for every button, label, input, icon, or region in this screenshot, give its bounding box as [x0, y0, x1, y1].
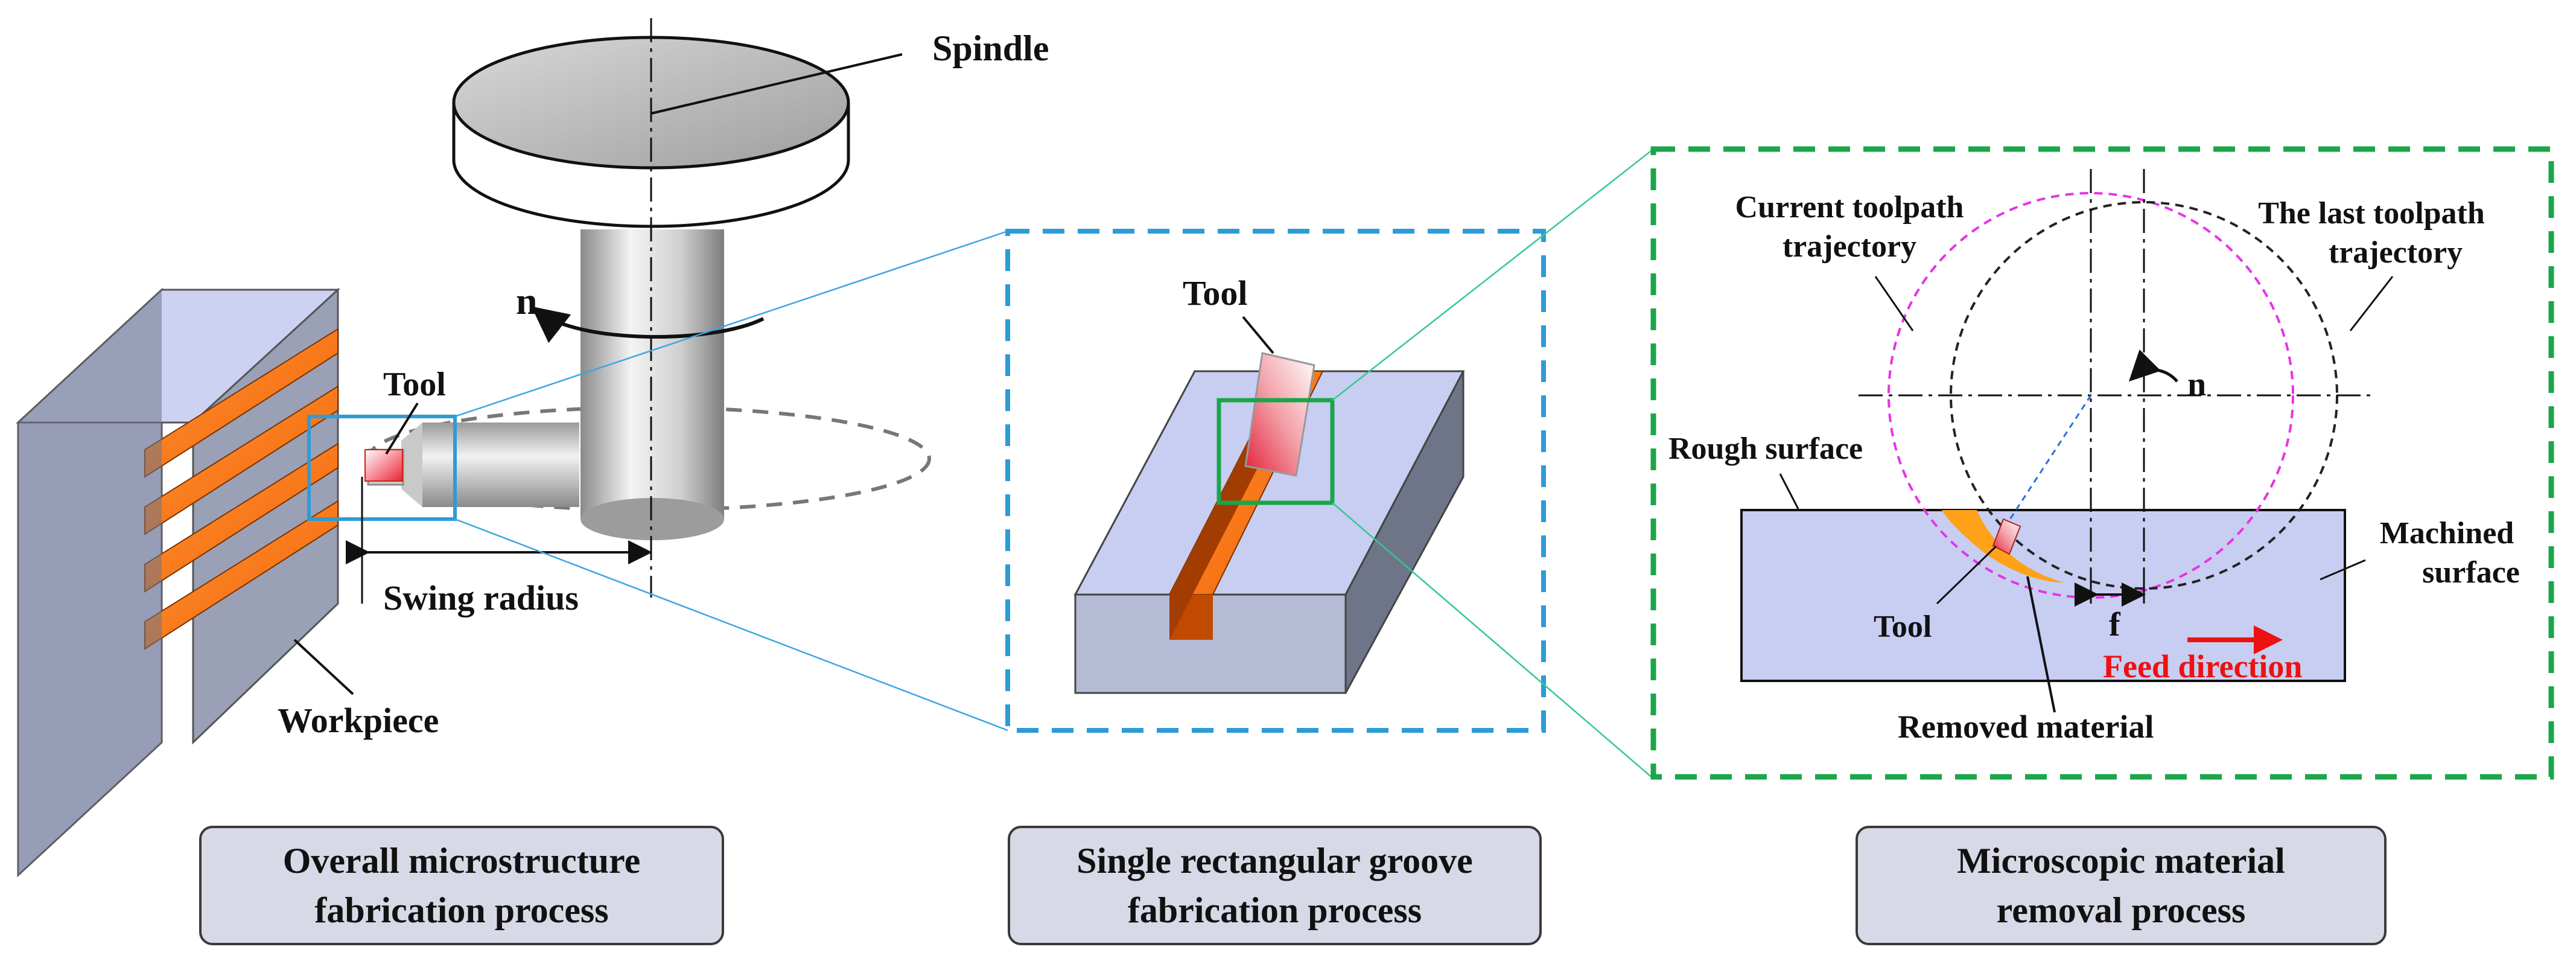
machined-surface-leader — [2320, 559, 2366, 581]
tool-panel2 — [1244, 352, 1315, 477]
caption-overall: Overall microstructure fabrication proce… — [199, 826, 724, 945]
removed-material-region — [1942, 510, 2064, 582]
swing-radius-label: Swing radius — [383, 578, 579, 617]
tool-leader-panel2 — [1242, 316, 1274, 354]
panel-single-groove: Tool — [1005, 229, 1546, 733]
micro-rotation-arrow — [2128, 349, 2178, 383]
tool-label-panel1: Tool — [383, 366, 446, 403]
current-toolpath-line1: Current toolpath — [1735, 190, 1964, 225]
tool-tip — [364, 449, 403, 482]
spindle-label: Spindle — [932, 28, 1049, 68]
panel2-highlight-box — [1216, 398, 1335, 505]
tool-label-panel2: Tool — [1183, 273, 1247, 313]
tool-leader — [385, 402, 419, 455]
tool-highlight-box — [307, 415, 457, 521]
zoom-line-1b — [454, 518, 1008, 732]
caption-single-groove-line2: fabrication process — [1127, 890, 1422, 930]
machined-surface-label: Machined — [2380, 516, 2514, 550]
rotation-arrow — [531, 306, 765, 343]
removed-material-leader — [2026, 576, 2056, 713]
micro-tool — [1992, 518, 2021, 555]
tool-label-panel3: Tool — [1874, 610, 1932, 644]
panel3-dashed-frame — [1650, 146, 2554, 780]
removed-material-label: Removed material — [1898, 709, 2154, 745]
last-toolpath-leader — [2349, 276, 2394, 331]
zoom-line-2b — [1332, 502, 1654, 779]
caption-single-groove-line1: Single rectangular groove — [1077, 841, 1473, 881]
block-side — [1344, 371, 1465, 694]
rough-surface-leader — [1779, 473, 1799, 509]
rough-surface-label: Rough surface — [1668, 432, 1863, 466]
caption-microscopic: Microscopic material removal process — [1856, 826, 2387, 945]
panel2-dashed-frame — [1005, 229, 1546, 733]
spindle-leader — [650, 53, 903, 115]
last-toolpath-label: The last toolpath — [2258, 196, 2485, 231]
tool-radius-line — [2001, 395, 2092, 532]
caption-overall-line2: fabrication process — [314, 890, 609, 930]
tool-leader-panel3 — [1936, 545, 1997, 605]
current-toolpath-label-2: trajectory — [1783, 229, 1916, 264]
workpiece-label: Workpiece — [278, 701, 439, 740]
workpiece-leader — [293, 639, 354, 695]
workpiece — [16, 287, 340, 878]
caption-microscopic-line2: removal process — [1996, 890, 2246, 930]
caption-single-groove: Single rectangular groove fabrication pr… — [1008, 826, 1542, 945]
feed-direction-label: Feed direction — [2103, 648, 2302, 684]
f-label: f — [2109, 606, 2121, 643]
last-toolpath-label-2: trajectory — [2329, 235, 2463, 270]
n-label-panel3: n — [2187, 366, 2206, 403]
caption-overall-line1: Overall microstructure — [282, 841, 641, 881]
panel-overall-microstructure: Spindle n Tool Swing radius Workpiece — [16, 18, 1049, 878]
current-toolpath-circle — [1887, 192, 2294, 599]
n-label-panel1: n — [516, 279, 538, 322]
zoom-line-1a — [454, 230, 1008, 418]
zoom-line-2a — [1332, 148, 1654, 401]
machined-surface-label-2: surface — [2422, 555, 2520, 590]
current-toolpath-label: Current toolpath — [1735, 190, 1964, 225]
spindle-shaft — [580, 229, 724, 540]
panel-microscopic-removal: Current toolpath trajectory The last too… — [1650, 146, 2554, 780]
caption-microscopic-line1: Microscopic material — [1957, 841, 2285, 881]
current-toolpath-leader — [1874, 276, 1914, 331]
